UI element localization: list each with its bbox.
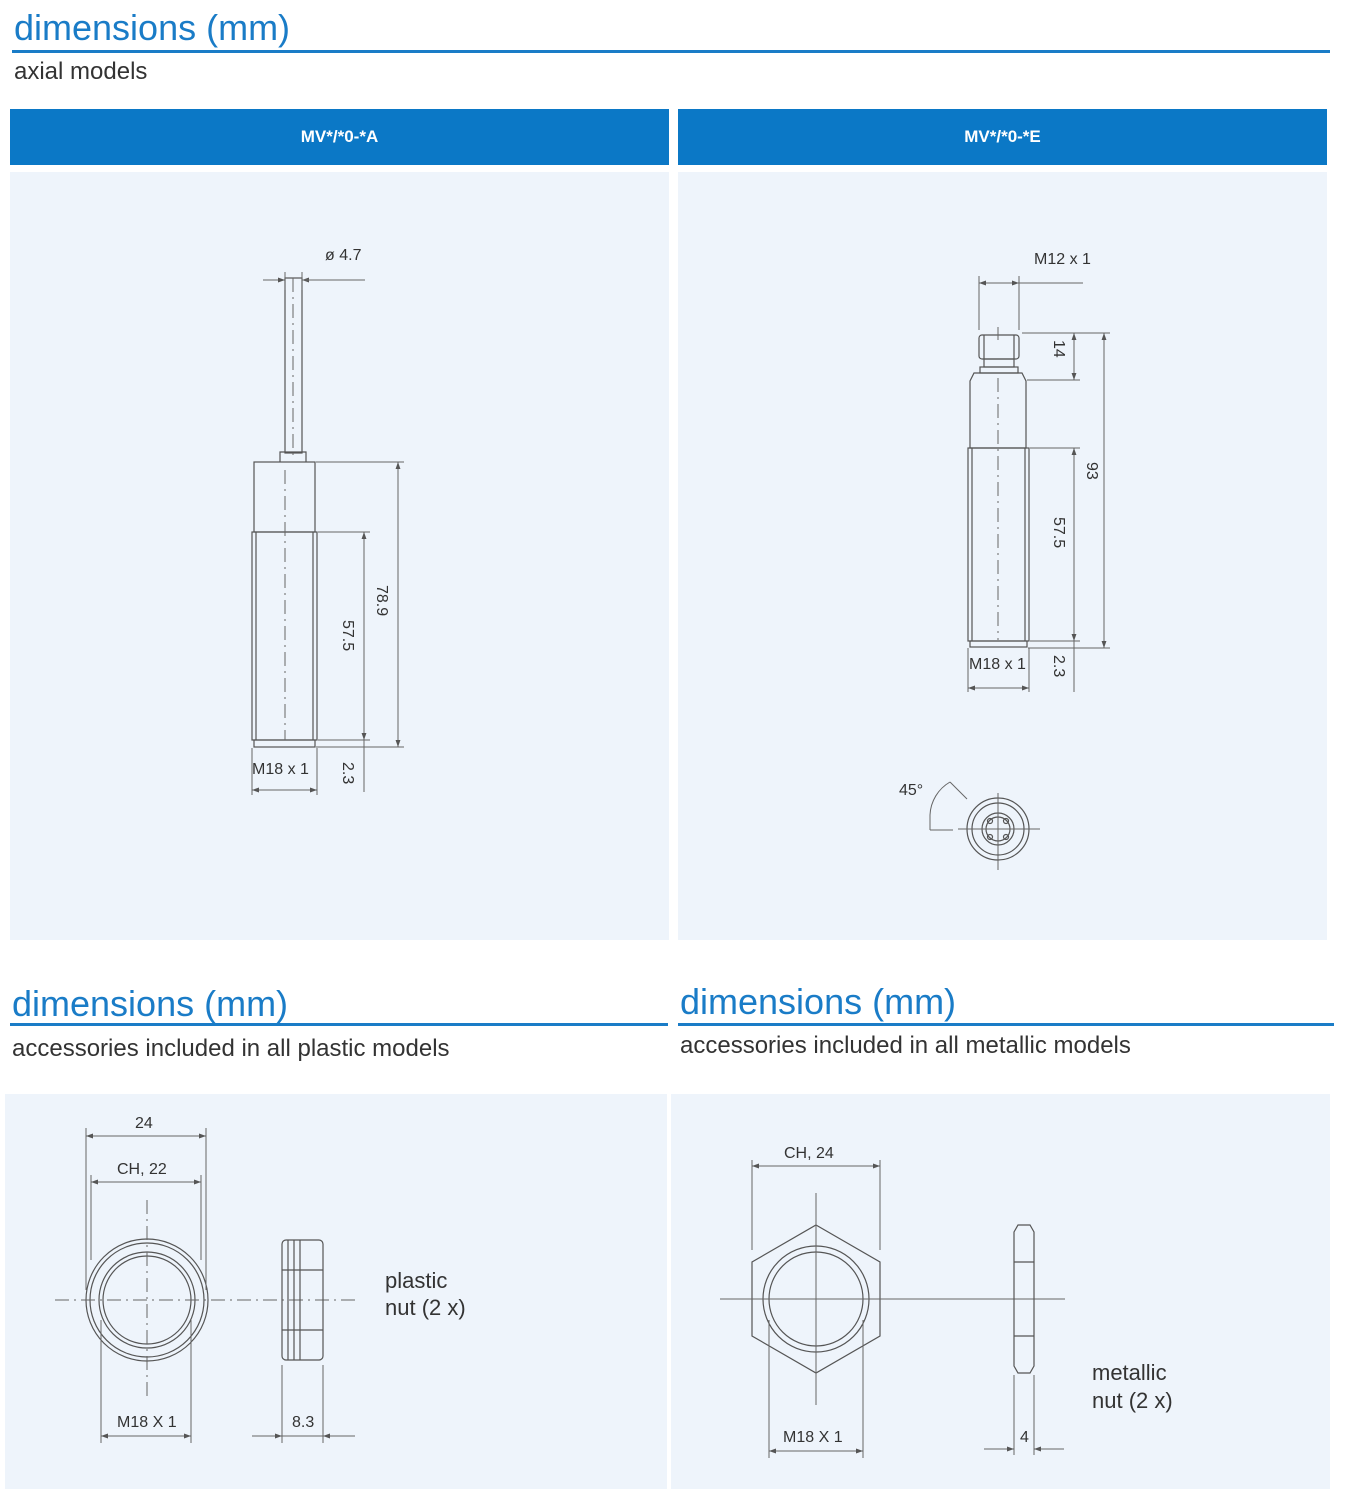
dim-metallic-nut-thread: M18 X 1: [783, 1429, 843, 1446]
metallic-nut-front-drawing: [720, 1193, 1065, 1405]
section-rule-axial: [12, 50, 1330, 53]
dim-cable-thread-length: 2.3: [339, 762, 356, 784]
dim-cable-diameter: ø 4.7: [325, 247, 362, 264]
plastic-nut-label-line2: nut (2 x): [385, 1295, 466, 1320]
panel-cable-model: [10, 172, 669, 940]
panel-metallic-nut: [671, 1094, 1330, 1489]
section-rule-metallic: [678, 1023, 1334, 1026]
plastic-nut-dimension-lines: [85, 1128, 355, 1443]
dim-connector-body-thread: M18 x 1: [969, 656, 1026, 673]
section-title-plastic: dimensions (mm): [12, 983, 289, 1024]
section-rule-plastic: [10, 1023, 668, 1026]
dim-cable-thread: M18 x 1: [252, 761, 309, 778]
metallic-nut-label-line1: metallic: [1092, 1360, 1167, 1385]
dim-connector-thread: M12 x 1: [1034, 251, 1091, 268]
dim-connector-total-length: 93: [1083, 462, 1100, 480]
plastic-nut-front-drawing: [55, 1200, 355, 1400]
dim-metallic-nut-thickness: 4: [1020, 1429, 1029, 1446]
model-header-cable: MV*/*0-*A: [10, 109, 669, 165]
section-subtitle-plastic: accessories included in all plastic mode…: [12, 1035, 450, 1062]
connector-dimension-lines: [967, 276, 1110, 692]
dim-connector-thread-length: 2.3: [1050, 655, 1067, 677]
dim-plastic-nut-outer: 24: [135, 1115, 153, 1132]
connector-pin-face-drawing: [929, 781, 1040, 870]
dim-plastic-nut-thread: M18 X 1: [117, 1414, 177, 1431]
model-header-connector: MV*/*0-*E: [678, 109, 1327, 165]
section-subtitle-metallic: accessories included in all metallic mod…: [680, 1032, 1131, 1059]
dim-connector-body-length: 57.5: [1050, 517, 1067, 548]
metallic-nut-label-line2: nut (2 x): [1092, 1388, 1173, 1413]
section-subtitle-axial: axial models: [14, 58, 148, 85]
metallic-nut-side-drawing: [1013, 1224, 1035, 1374]
cable-dimension-lines: [251, 272, 404, 795]
plastic-nut-label-line1: plastic: [385, 1268, 447, 1293]
connector-angle-label: 45°: [899, 782, 923, 799]
dim-metallic-nut-hex: CH, 24: [784, 1145, 834, 1162]
dim-plastic-nut-hex: CH, 22: [117, 1161, 167, 1178]
cable-sensor-drawing: [251, 277, 318, 748]
dim-plastic-nut-thickness: 8.3: [292, 1414, 314, 1431]
panel-plastic-nut: [5, 1094, 667, 1489]
dim-cable-total-length: 78.9: [373, 585, 390, 616]
section-title-axial: dimensions (mm): [14, 7, 291, 48]
metallic-nut-dimension-lines: [751, 1160, 1064, 1458]
section-title-metallic: dimensions (mm): [680, 981, 957, 1022]
dim-connector-length: 14: [1050, 340, 1067, 358]
dim-cable-body-length: 57.5: [339, 620, 356, 651]
panel-connector-model: [678, 172, 1327, 940]
plastic-nut-side-drawing: [281, 1239, 324, 1361]
connector-sensor-drawing: [967, 327, 1030, 648]
